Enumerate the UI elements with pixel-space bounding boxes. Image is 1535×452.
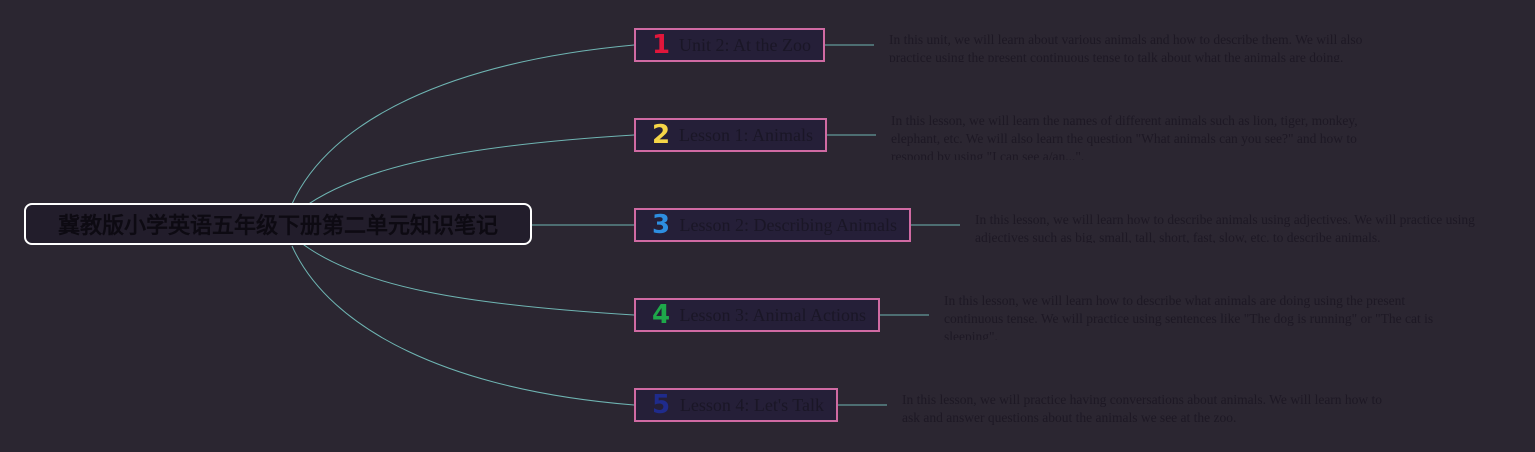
link-4 [299, 241, 635, 316]
topic-description: In this lesson, we will practice having … [902, 392, 1383, 425]
topic-lesson-4[interactable]: 5 Lesson 4: Let's Talk [634, 388, 838, 422]
topic-lesson-3[interactable]: 4 Lesson 3: Animal Actions [634, 298, 880, 332]
number-4-icon: 4 [652, 300, 671, 330]
number-2-icon: 2 [652, 120, 671, 150]
link-2 [299, 134, 635, 211]
number-3-icon: 3 [652, 210, 671, 240]
topic-label: Lesson 2: Describing Animals [679, 214, 897, 235]
topic-lesson-2[interactable]: 3 Lesson 2: Describing Animals [634, 208, 911, 242]
root-topic[interactable]: 冀教版小学英语五年级下册第二单元知识笔记 [24, 203, 532, 245]
number-5-icon: 5 [652, 390, 671, 420]
topic-label: Lesson 1: Animals [679, 124, 813, 145]
topic-label: Lesson 3: Animal Actions [679, 304, 867, 325]
link-5 [291, 245, 635, 406]
topic-label: Unit 2: At the Zoo [679, 34, 811, 55]
topic-description: In this lesson, we will learn how to des… [975, 212, 1475, 243]
topic-description: In this unit, we will learn about variou… [889, 32, 1363, 62]
topic-description: In this lesson, we will learn the names … [891, 113, 1358, 160]
link-1 [291, 44, 635, 205]
topic-lesson-1[interactable]: 2 Lesson 1: Animals [634, 118, 827, 152]
topic-unit-2[interactable]: 1 Unit 2: At the Zoo [634, 28, 825, 62]
topic-description: In this lesson, we will learn how to des… [944, 293, 1434, 340]
topic-label: Lesson 4: Let's Talk [679, 394, 824, 415]
number-1-icon: 1 [652, 30, 671, 60]
